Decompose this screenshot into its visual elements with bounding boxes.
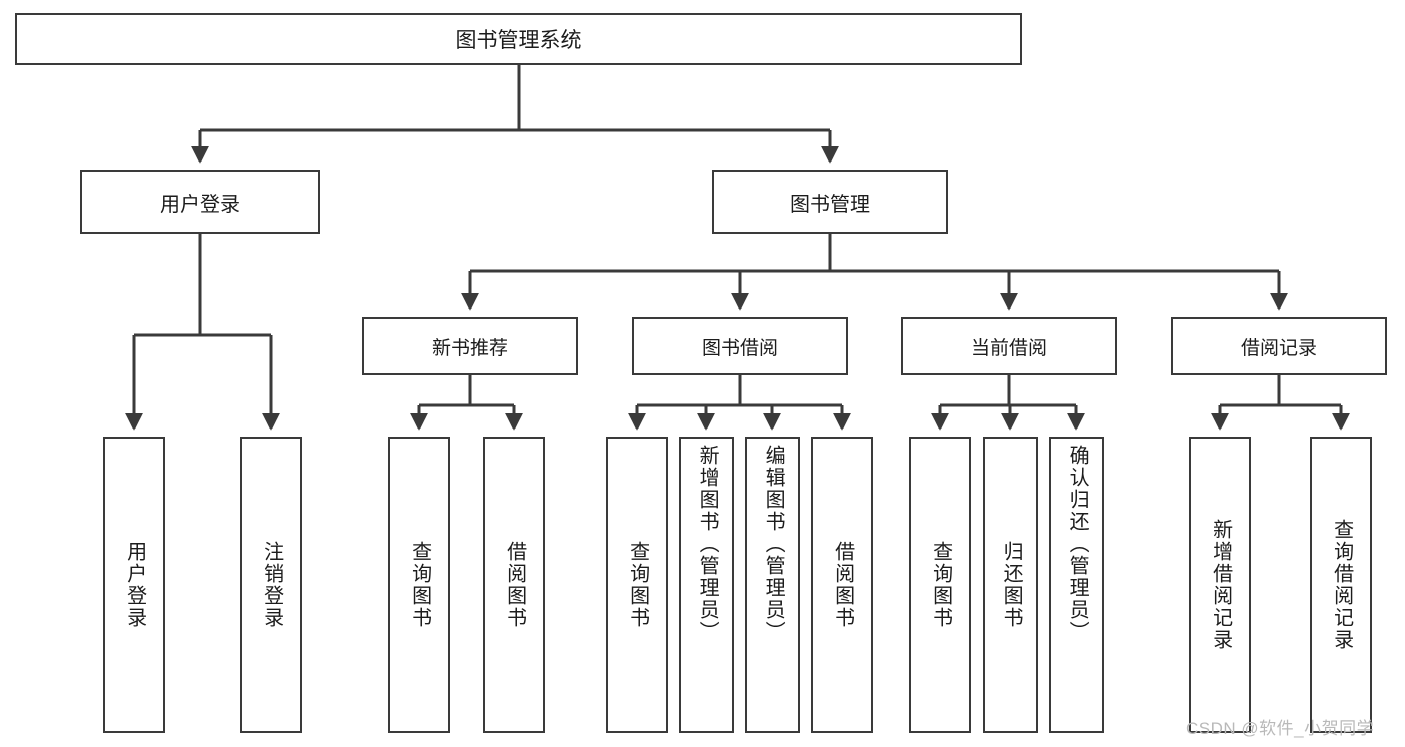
leaf-node[interactable]: 编辑图书（管理员） <box>745 437 800 733</box>
leaf-node[interactable]: 借阅图书 <box>483 437 545 733</box>
leaf-node-label: 借阅图书 <box>503 541 526 629</box>
node-user-login[interactable]: 用户登录 <box>80 170 320 234</box>
leaf-node-label: 归还图书 <box>1000 541 1023 629</box>
leaf-node[interactable]: 查询图书 <box>909 437 971 733</box>
leaf-node-label: 注销登录 <box>260 541 283 629</box>
node-current-borrow[interactable]: 当前借阅 <box>901 317 1117 375</box>
leaf-node-label: 查询图书 <box>626 541 649 629</box>
leaf-node-label: 查询图书 <box>929 541 952 629</box>
leaf-node[interactable]: 查询图书 <box>388 437 450 733</box>
node-book-management[interactable]: 图书管理 <box>712 170 948 234</box>
leaf-node[interactable]: 用户登录 <box>103 437 165 733</box>
leaf-node-label: 查询借阅记录 <box>1330 519 1353 651</box>
node-borrow-record[interactable]: 借阅记录 <box>1171 317 1387 375</box>
leaf-node[interactable]: 注销登录 <box>240 437 302 733</box>
leaf-node-label: 新增借阅记录 <box>1209 519 1232 651</box>
leaf-node[interactable]: 确认归还（管理员） <box>1049 437 1104 733</box>
leaf-node[interactable]: 查询借阅记录 <box>1310 437 1372 733</box>
leaf-node-label: 借阅图书 <box>831 541 854 629</box>
node-book-borrow[interactable]: 图书借阅 <box>632 317 848 375</box>
node-new-book-recommend[interactable]: 新书推荐 <box>362 317 578 375</box>
leaf-node-label: 编辑图书（管理员） <box>762 445 785 643</box>
leaf-node-label: 新增图书（管理员） <box>696 445 719 643</box>
leaf-node[interactable]: 新增图书（管理员） <box>679 437 734 733</box>
leaf-node-label: 确认归还（管理员） <box>1066 445 1089 643</box>
leaf-node[interactable]: 查询图书 <box>606 437 668 733</box>
watermark-csdn: CSDN @软件_小贺同学 <box>1186 719 1375 738</box>
node-root-system[interactable]: 图书管理系统 <box>15 13 1022 65</box>
leaf-node[interactable]: 借阅图书 <box>811 437 873 733</box>
leaf-node-label: 查询图书 <box>408 541 431 629</box>
leaf-node-label: 用户登录 <box>123 541 146 629</box>
leaf-node[interactable]: 归还图书 <box>983 437 1038 733</box>
leaf-node[interactable]: 新增借阅记录 <box>1189 437 1251 733</box>
